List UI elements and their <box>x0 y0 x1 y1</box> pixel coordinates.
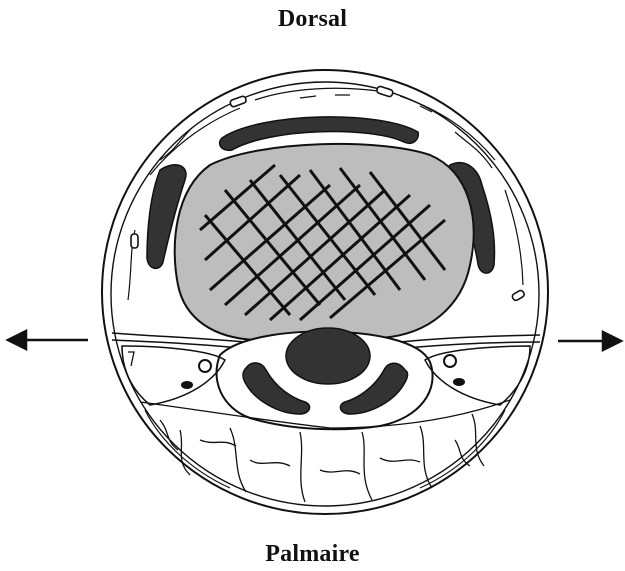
palmaire-label: Palmaire <box>0 541 625 568</box>
bone <box>175 144 474 341</box>
median-nerve <box>286 328 370 384</box>
artery-left <box>199 360 211 372</box>
arrow-left <box>8 331 88 349</box>
vein-right <box>453 378 465 386</box>
vein-left <box>181 381 193 389</box>
palmar-compartment <box>217 328 433 429</box>
arrow-right <box>558 332 621 350</box>
artery-right <box>444 355 456 367</box>
